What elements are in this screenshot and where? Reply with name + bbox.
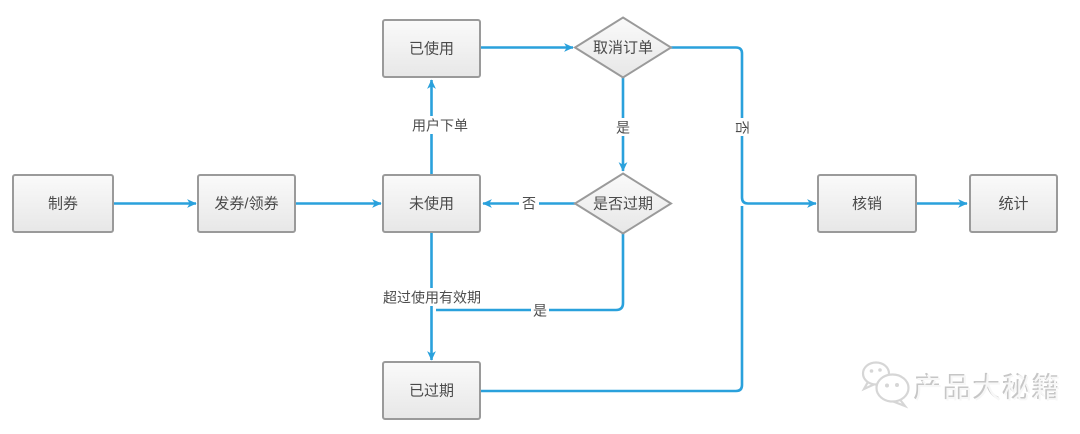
wechat-icon [861,361,910,409]
nodes: 制券 发券/领券 已使用 未使用 已过期 取消订单 是否过期 核销 [12,16,1058,420]
node-cancel-order-decision: 取消订单 [573,16,673,79]
edge-label-yes-bottom: 是 [531,301,549,319]
edge-label-text: 超过使用有效期 [383,290,481,306]
node-is-expired-decision: 是否过期 [573,172,673,235]
edge-labels: 用户下单 是 否 超过使用有效期 是 否 [383,116,751,319]
bubble-eye [878,368,882,372]
node-redeem: 核销 [817,174,917,233]
watermark-text: 产品大秘籍 [915,373,1063,404]
node-label: 取消订单 [593,40,653,57]
node-unused: 未使用 [382,174,481,233]
label-bg [408,116,472,134]
node-label: 已使用 [409,41,454,58]
label-bg [531,301,549,319]
node-label: 发券/领券 [214,196,278,213]
node-box [817,174,917,233]
label-bg [385,288,479,306]
node-label: 未使用 [409,196,454,213]
edge-label-yes-top: 是 [614,118,632,136]
node-box [12,174,114,233]
label-bg [733,118,751,136]
decision-diamond [573,16,673,79]
node-box [382,361,481,420]
node-issue-coupon: 发券/领券 [197,174,296,233]
edge-isexpired-to-expired-branch [436,233,625,312]
edge-label-no-mid: 否 [519,194,539,212]
edge-label-over-validity: 超过使用有效期 [383,288,481,306]
node-box [197,174,296,233]
node-expired: 已过期 [382,361,481,420]
bubble-big [875,373,910,403]
watermark: 产品大秘籍 产品大秘籍 [861,361,1063,409]
label-bg [614,118,632,136]
edge-label-no-right: 否 [733,118,751,136]
node-box [382,174,481,233]
edge-label-text: 否 [522,196,536,212]
bubble-eye [869,369,874,373]
node-label: 制券 [48,196,78,213]
watermark-text-shadow: 产品大秘籍 [913,371,1061,402]
edge-label-user-order: 用户下单 [408,116,472,134]
label-bg [519,194,539,212]
edge-label-text: 用户下单 [412,118,468,134]
node-label: 统计 [998,196,1028,213]
node-label: 是否过期 [593,196,653,213]
node-statistics: 统计 [969,174,1058,233]
bubble-eye [885,383,889,388]
decision-diamond [573,172,673,235]
node-box [969,174,1058,233]
edge-label-text: 是 [616,120,630,136]
node-make-coupon: 制券 [12,174,114,233]
node-label: 已过期 [409,383,454,400]
node-used: 已使用 [382,19,481,78]
node-box [382,19,481,78]
edge-label-text: 否 [734,121,750,135]
node-label: 核销 [852,196,882,213]
edge-label-text: 是 [533,303,547,319]
bubble-eye [895,383,899,387]
edge-expired-to-redeem-branch [480,206,744,393]
